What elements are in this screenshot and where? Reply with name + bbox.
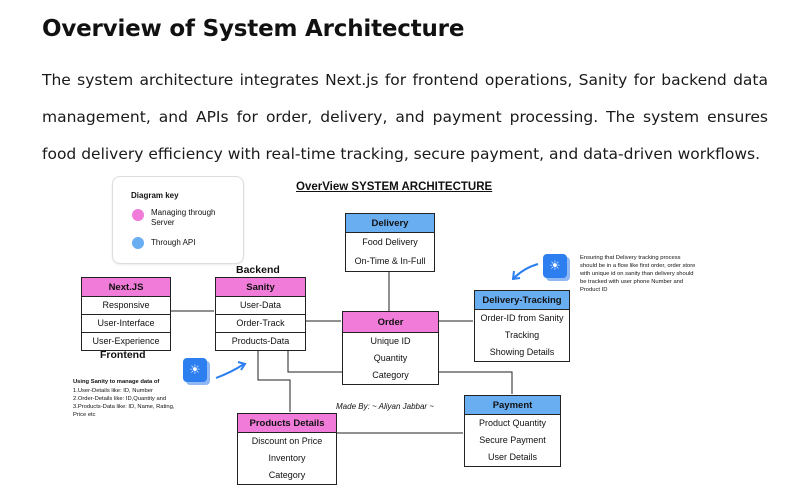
made-by-credit: Made By: ~ Aliyan Jabbar ~	[336, 402, 434, 411]
sanity-row: User-Data	[216, 297, 305, 315]
note-delivery-tracking: Ensuring that Delivery tracking process …	[580, 255, 696, 293]
page-heading: Overview of System Architecture	[42, 16, 465, 42]
note-sanity-data: Using Sanity to manage data of 1.User-De…	[73, 378, 183, 419]
note-sanity-line: 3.Products-Data like: ID, Name, Rating, …	[73, 404, 175, 418]
intro-paragraph: The system architecture integrates Next.…	[42, 71, 768, 163]
key-dot-server	[132, 209, 144, 221]
payment-row: Product Quantity	[478, 418, 547, 428]
products-details-row: Category	[268, 470, 306, 480]
sanity-row: Order-Track	[216, 315, 305, 333]
delivery-tracking-row: Showing Details	[489, 347, 555, 357]
lightbulb-icon: ☀	[183, 358, 207, 382]
backend-label: Backend	[236, 264, 280, 276]
note-sanity-line: 1.User-Details like: ID, Number	[73, 388, 153, 394]
delivery-tracking-box: Delivery-Tracking Order-ID from Sanity T…	[474, 290, 570, 362]
order-box: Order Unique ID Quantity Category	[342, 311, 439, 385]
key-label-server: Managing through Server	[151, 208, 216, 227]
diagram-key: Diagram key Managing through Server Thro…	[112, 176, 244, 264]
lightbulb-icon: ☀	[543, 254, 567, 278]
curved-arrow-icon	[215, 263, 539, 379]
connector-sanity-products	[257, 347, 291, 412]
nextjs-row: User-Interface	[82, 315, 170, 333]
nextjs-box: Next.JS Responsive User-Interface User-E…	[81, 277, 171, 351]
delivery-row: Food Delivery	[362, 237, 418, 247]
nextjs-row: Responsive	[82, 297, 170, 315]
sanity-box: Sanity User-Data Order-Track Products-Da…	[215, 277, 306, 351]
frontend-label: Frontend	[100, 349, 146, 361]
products-details-box: Products Details Discount on Price Inven…	[237, 413, 337, 485]
key-dot-api	[132, 237, 144, 249]
delivery-box: Delivery Food Delivery On-Time & In-Full	[345, 213, 435, 272]
delivery-tracking-row: Tracking	[504, 330, 540, 340]
diagram-title: OverView SYSTEM ARCHITECTURE	[296, 181, 493, 193]
order-box-title: Order	[343, 312, 438, 333]
delivery-tracking-box-title: Delivery-Tracking	[475, 291, 569, 310]
order-row: Category	[372, 370, 409, 380]
sanity-box-title: Sanity	[216, 278, 305, 297]
order-row: Unique ID	[370, 336, 411, 346]
key-label-api: Through API	[151, 238, 196, 247]
products-details-row: Discount on Price	[251, 436, 323, 446]
payment-row: User Details	[487, 452, 537, 462]
diagram-key-title: Diagram key	[131, 191, 179, 200]
delivery-tracking-row: Order-ID from Sanity	[480, 313, 564, 323]
payment-row: Secure Payment	[479, 435, 546, 445]
delivery-box-title: Delivery	[346, 214, 434, 233]
sanity-row: Products-Data	[231, 336, 290, 346]
payment-box: Payment Product Quantity Secure Payment …	[464, 395, 561, 467]
payment-box-title: Payment	[465, 396, 560, 415]
products-details-row: Inventory	[268, 453, 306, 463]
note-sanity-line: 2.Order-Details like: ID,Quantity and	[73, 396, 167, 402]
products-details-box-title: Products Details	[238, 414, 336, 433]
note-sanity-title: Using Sanity to manage data of	[73, 379, 160, 385]
nextjs-row: User-Experience	[92, 336, 160, 346]
delivery-row: On-Time & In-Full	[354, 256, 426, 266]
nextjs-box-title: Next.JS	[82, 278, 170, 297]
order-row: Quantity	[373, 353, 408, 363]
